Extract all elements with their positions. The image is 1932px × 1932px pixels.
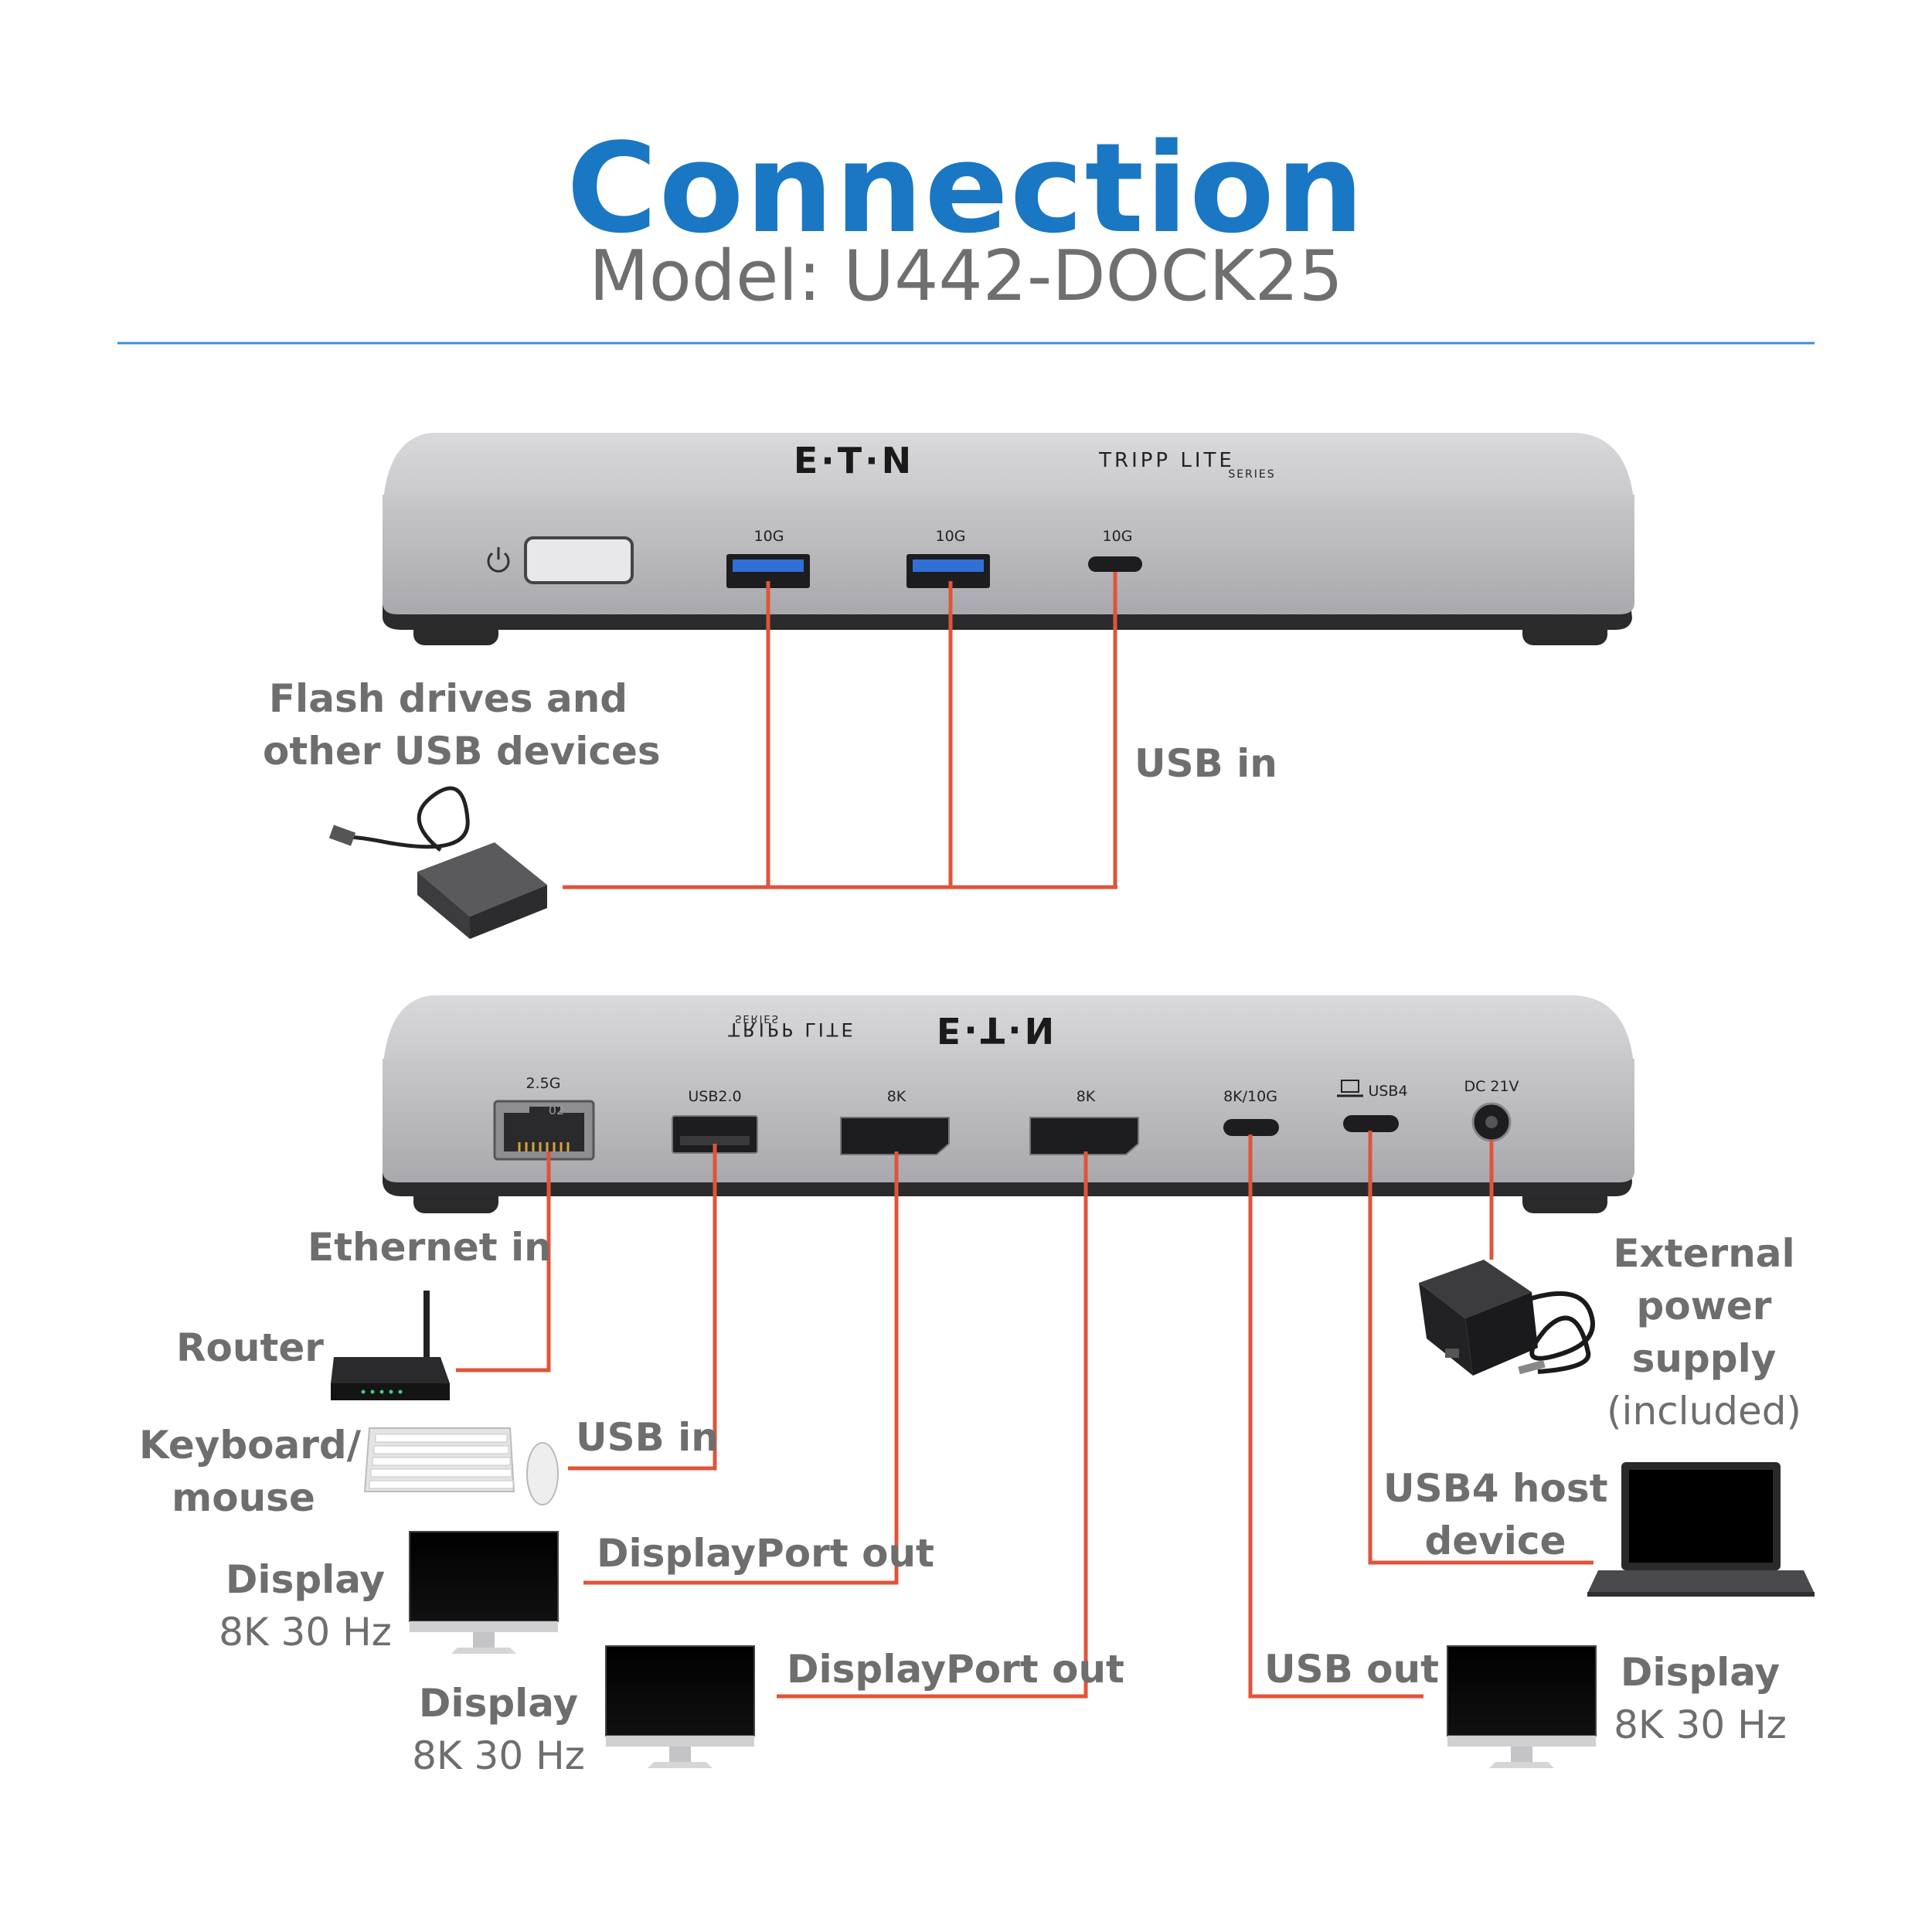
front-top <box>383 433 1634 510</box>
usb4-laptop-glyph <box>1337 1080 1363 1097</box>
rear-sub-brand-series: SERIES <box>735 1012 780 1024</box>
front-sub-brand-series: SERIES <box>1228 468 1275 481</box>
rear-ethernet-inner: 02 <box>549 1103 564 1117</box>
front-usb-a-port-2[interactable] <box>906 554 990 588</box>
rear-connector-lines <box>456 1131 1594 1699</box>
rear-displayport-1[interactable] <box>840 1117 950 1155</box>
front-brand-logo: E·T·N <box>794 440 914 481</box>
line-usb4 <box>1368 1131 1594 1565</box>
keyboard-icon <box>363 1427 515 1492</box>
front-usb-a-port-1[interactable] <box>726 554 810 588</box>
line-dp1 <box>583 1151 899 1585</box>
front-port-label-1: 10G <box>754 528 784 545</box>
label-external-power: External power supply (included) <box>1607 1231 1801 1434</box>
front-port-label-3: 10G <box>1103 528 1133 545</box>
flash-drive-icon <box>328 786 547 939</box>
rear-label-usbc: 8K/10G <box>1223 1088 1277 1105</box>
monitor-icon <box>605 1645 755 1768</box>
rear-label-dp2: 8K <box>1077 1088 1096 1105</box>
front-face <box>383 495 1634 614</box>
front-dock: E·T·N TRIPP LITE SERIES 10G 10G 10G <box>383 433 1634 645</box>
power-button[interactable] <box>524 536 634 584</box>
rear-dc-jack[interactable] <box>1471 1102 1512 1142</box>
mouse-icon <box>526 1442 559 1505</box>
front-port-label-2: 10G <box>936 528 966 545</box>
rear-usb4-port[interactable] <box>1343 1115 1399 1132</box>
line-usb2 <box>568 1144 717 1471</box>
page-title: Connection <box>566 116 1366 260</box>
label-usb-out: USB out <box>1264 1647 1439 1692</box>
rear-brand-logo: E·T·N <box>937 1009 1057 1051</box>
monitor-icon <box>409 1531 559 1654</box>
rear-top <box>383 995 1634 1074</box>
label-ethernet-in: Ethernet in <box>308 1225 552 1270</box>
model-subtitle: Model: U442-DOCK25 <box>589 236 1343 317</box>
rear-usb-c-port[interactable] <box>1223 1119 1279 1136</box>
monitor-icon <box>1447 1645 1597 1768</box>
line-ethernet <box>456 1151 551 1372</box>
line-usbc <box>1248 1134 1423 1699</box>
label-usb4-host: USB4 host device <box>1383 1466 1608 1563</box>
router-icon <box>331 1291 450 1400</box>
front-connector-lines <box>563 572 1117 889</box>
laptop-icon <box>1587 1462 1815 1597</box>
label-display-1: Display 8K 30 Hz <box>219 1557 392 1655</box>
rear-displayport-2[interactable] <box>1029 1117 1139 1155</box>
rear-usb2-port[interactable] <box>672 1115 758 1154</box>
rear-label-dp1: 8K <box>887 1088 906 1105</box>
rear-label-usb4: USB4 <box>1368 1083 1407 1100</box>
label-flash-drives: Flash drives and other USB devices <box>263 676 661 774</box>
power-adapter-icon <box>1419 1260 1595 1376</box>
label-display-3: Display 8K 30 Hz <box>1614 1650 1787 1747</box>
label-router: Router <box>176 1325 324 1370</box>
rear-sub-brand: TRIPP LITE <box>727 1019 855 1040</box>
power-icon <box>487 547 510 573</box>
rear-ethernet-port[interactable]: 02 <box>493 1100 595 1161</box>
front-sub-brand: TRIPP LITE <box>1098 449 1235 472</box>
label-keyboard-mouse: Keyboard/ mouse <box>139 1423 361 1520</box>
line-dp2 <box>777 1151 1088 1699</box>
label-display-2: Display 8K 30 Hz <box>412 1681 585 1778</box>
front-usb-c-port[interactable] <box>1088 556 1142 572</box>
label-displayport-out-1: DisplayPort out <box>597 1531 934 1576</box>
rear-label-dc: DC 21V <box>1464 1078 1519 1095</box>
label-usb-in-rear: USB in <box>576 1415 719 1460</box>
rear-label-usb2: USB2.0 <box>688 1088 741 1105</box>
rear-label-ethernet: 2.5G <box>526 1075 561 1092</box>
rear-dock: E·T·N TRIPP LITE SERIES 2.5G USB2.0 8K 8… <box>383 995 1634 1213</box>
label-usb-in-front: USB in <box>1134 741 1277 786</box>
label-displayport-out-2: DisplayPort out <box>787 1647 1124 1692</box>
